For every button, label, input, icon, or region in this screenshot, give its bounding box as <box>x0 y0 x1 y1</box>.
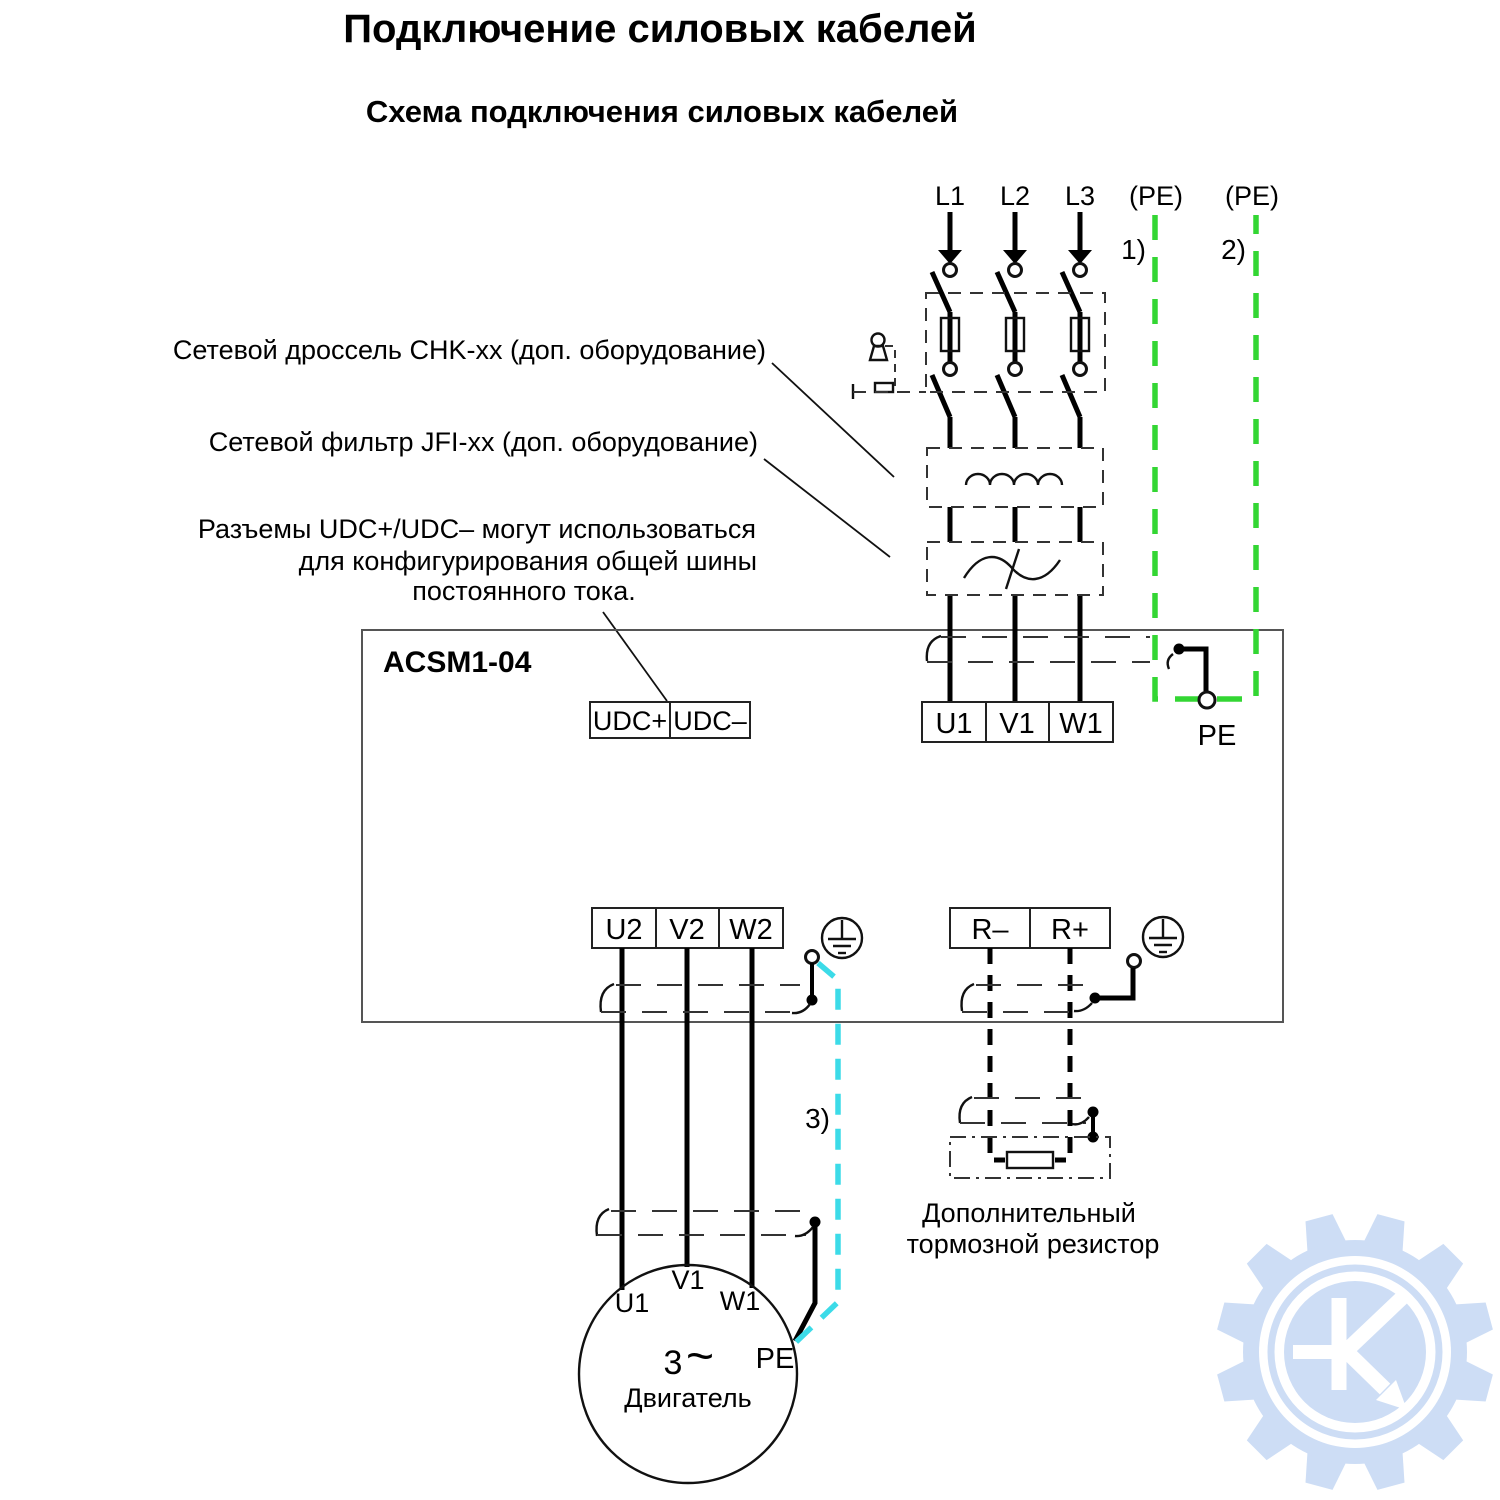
note-ref-3: 3) <box>805 1103 830 1134</box>
earth-symbol-motor-icon <box>820 916 864 960</box>
phase-l1-circuit <box>929 212 962 702</box>
inductor-coil-icon <box>964 472 1064 486</box>
shield-ground-conductor: 3) <box>792 960 841 1346</box>
pe-label-2: (PE) <box>1225 181 1279 211</box>
note-ref-2: 2) <box>1221 234 1246 265</box>
fuse-l2 <box>1004 316 1026 353</box>
output-terminal-block: U2 V2 W2 <box>591 907 784 949</box>
annotation-labels: Сетевой дроссель CHK-xx (доп. оборудован… <box>173 335 766 606</box>
udc-terminal-block: UDC+ UDC– <box>589 701 751 739</box>
terminal-v1: V1 <box>999 708 1034 740</box>
terminal-r-plus: R+ <box>1051 914 1089 946</box>
motor-phase-tilde: ~ <box>686 1330 714 1383</box>
input-pe-ground-node: PE <box>1166 643 1237 752</box>
brand-watermark-gear-icon <box>1217 1214 1493 1490</box>
terminal-r-minus: R– <box>971 914 1009 946</box>
pe-label-1: (PE) <box>1129 181 1183 211</box>
terminal-u1: U1 <box>935 708 972 740</box>
udc-annotation-line2: для конфигурирования общей шины <box>299 546 757 576</box>
filter-annotation: Сетевой фильтр JFI-xx (доп. оборудование… <box>209 427 758 457</box>
brake-cable-shield-top <box>960 953 1142 1013</box>
phase-l2-circuit <box>994 212 1027 702</box>
udc-annotation-line1: Разъемы UDC+/UDC– могут использоваться <box>198 514 756 544</box>
input-cable-shield <box>925 634 1150 663</box>
brake-resistor-label-line1: Дополнительный <box>922 1198 1136 1228</box>
brake-resistor: Дополнительный тормозной резистор <box>907 1136 1160 1259</box>
pe-ground-label: PE <box>1198 720 1237 752</box>
terminal-udc-minus: UDC– <box>673 706 747 736</box>
motor-terminal-w1: W1 <box>720 1286 761 1316</box>
supply-phase-labels: L1 L2 L3 (PE) (PE) 1) 2) <box>935 181 1279 265</box>
fuse-l3 <box>1069 316 1091 353</box>
brake-cable-shield-bottom <box>958 1095 1099 1143</box>
motor-cable-shield-top <box>599 949 820 1015</box>
terminal-w1: W1 <box>1059 708 1103 740</box>
terminal-udc-plus: UDC+ <box>593 706 667 736</box>
fuse-l1 <box>939 316 961 353</box>
fuse-switch-enclosure <box>925 292 1106 393</box>
motor-cable <box>619 948 755 1290</box>
input-terminal-block: U1 V1 W1 <box>921 701 1114 743</box>
k-arrow-icon <box>1293 1289 1411 1410</box>
motor-terminal-v1: V1 <box>671 1265 704 1295</box>
phase-l3-circuit <box>1059 212 1092 702</box>
brake-resistor-cable <box>987 948 1073 1163</box>
choke-annotation: Сетевой дроссель CHK-xx (доп. оборудован… <box>173 335 766 365</box>
motor-label: Двигатель <box>624 1383 751 1413</box>
phase-label-l3: L3 <box>1065 181 1095 211</box>
resistor-icon <box>1005 1150 1055 1170</box>
motor-pe-label: PE <box>756 1343 795 1375</box>
page-subtitle: Схема подключения силовых кабелей <box>366 94 958 129</box>
page-title: Подключение силовых кабелей <box>343 7 976 51</box>
drive-enclosure: ACSM1-04 <box>361 629 1284 1023</box>
phase-label-l2: L2 <box>1000 181 1030 211</box>
earth-symbol-brake-icon <box>1141 915 1185 959</box>
motor-phase-number: 3 <box>664 1344 683 1382</box>
drive-model-label: ACSM1-04 <box>383 646 532 679</box>
terminal-w2: W2 <box>729 914 773 946</box>
door-interlock-symbol <box>851 332 926 399</box>
brake-terminal-block: R– R+ <box>949 907 1111 949</box>
motor-terminal-u1: U1 <box>615 1288 650 1318</box>
motor-cable-shield-bottom <box>595 1207 821 1238</box>
udc-annotation-line3: постоянного тока. <box>412 576 635 606</box>
pe-conductors <box>1152 215 1259 702</box>
motor: U1 V1 W1 3 ~ PE Двигатель <box>577 1263 799 1485</box>
brake-resistor-label-line2: тормозной резистор <box>907 1229 1160 1259</box>
phase-label-l1: L1 <box>935 181 965 211</box>
line-filter <box>926 541 1104 596</box>
terminal-u2: U2 <box>605 914 642 946</box>
terminal-v2: V2 <box>669 914 704 946</box>
line-choke <box>926 447 1104 508</box>
note-ref-1: 1) <box>1121 234 1146 265</box>
annotation-leader-lines <box>602 362 895 702</box>
motor-pe-wire <box>792 1222 818 1343</box>
